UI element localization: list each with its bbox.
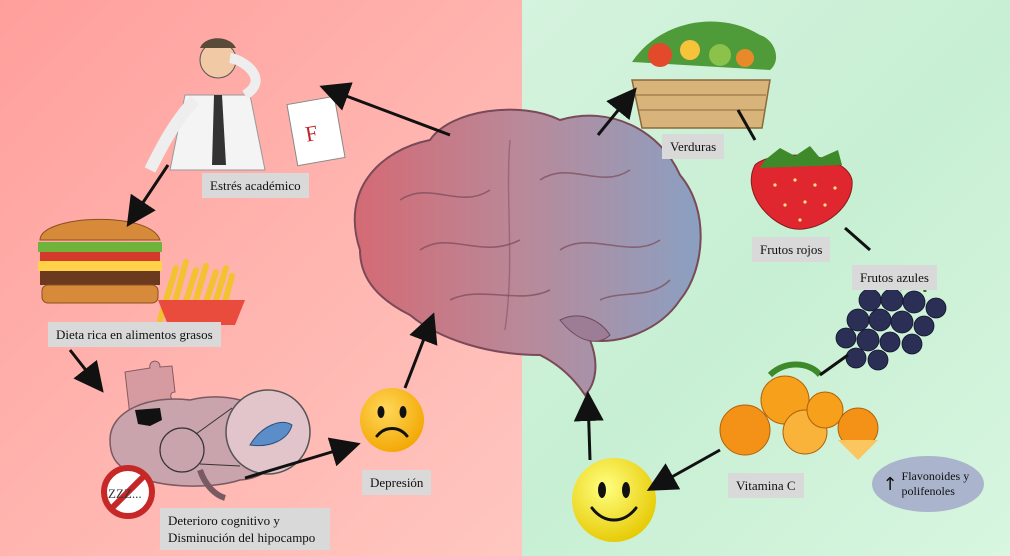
arrow-vitaminc-to-smiley bbox=[652, 450, 720, 488]
flavonoids-text: Flavonoides y polifenoles bbox=[902, 469, 974, 499]
up-arrow-icon: ↑ bbox=[882, 474, 897, 495]
arrow-diet-to-decline bbox=[70, 350, 100, 388]
grapes-icon bbox=[836, 283, 946, 370]
red-berries-label: Frutos rojos bbox=[752, 237, 830, 262]
vitamin-c-label: Vitamina C bbox=[728, 473, 804, 498]
blue-berries-label: Frutos azules bbox=[852, 265, 937, 290]
sad-face-icon bbox=[360, 388, 424, 452]
vegetables-label: Verduras bbox=[662, 134, 724, 159]
sleep-text: ZZZ... bbox=[108, 486, 142, 501]
strawberry-icon bbox=[751, 146, 852, 229]
arrow-depression-to-brain bbox=[405, 318, 432, 388]
arrow-smiley-to-brain bbox=[588, 397, 590, 460]
stress-label: Estrés académico bbox=[202, 173, 309, 198]
diet-label: Dieta rica en alimentos grasos bbox=[48, 322, 221, 347]
vegetable-basket-icon bbox=[632, 21, 776, 128]
depression-label: Depresión bbox=[362, 470, 431, 495]
decline-label: Deterioro cognitivo y Disminución del hi… bbox=[160, 508, 330, 550]
stressed-man-icon: F bbox=[150, 38, 345, 170]
central-brain-icon bbox=[355, 110, 701, 395]
oranges-icon bbox=[720, 364, 878, 460]
flavonoids-note: ↑ Flavonoides y polifenoles bbox=[872, 456, 984, 512]
smiley-face-icon bbox=[572, 458, 656, 542]
arrow-brain-to-stress bbox=[325, 88, 450, 135]
burger-fries-icon bbox=[38, 219, 245, 325]
arrow-stress-to-diet bbox=[130, 165, 168, 222]
